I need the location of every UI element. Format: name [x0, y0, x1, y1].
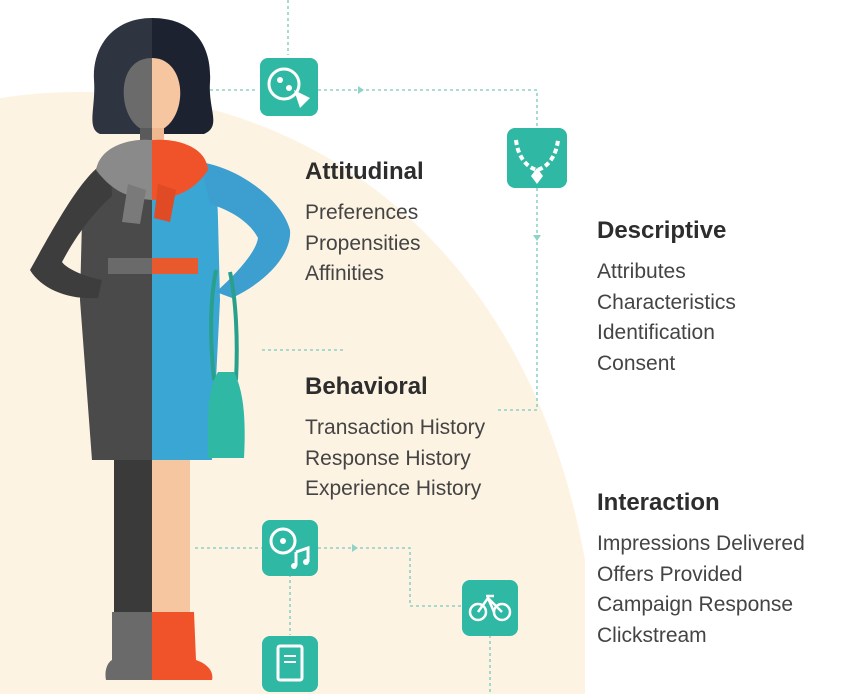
music-disc-icon: [262, 520, 318, 576]
arm-left: [30, 160, 112, 299]
attitudinal-group: Attitudinal Preferences Propensities Aff…: [305, 158, 424, 290]
face-right: [152, 58, 181, 132]
list-item: Consent: [597, 351, 676, 375]
list-item: Impressions Delivered: [597, 532, 805, 555]
list-item: Transaction History: [305, 416, 486, 439]
list-item: Preferences: [305, 201, 419, 224]
list-item: Affinities: [305, 262, 384, 285]
list-item: Response History: [305, 446, 471, 470]
list-item: Identification: [597, 321, 715, 344]
list-item: Characteristics: [597, 290, 736, 314]
descriptive-items: Attributes Characteristics Identificatio…: [597, 257, 736, 379]
book-icon: [262, 636, 318, 692]
list-item: Offers Provided: [597, 562, 743, 586]
boot-left: [105, 612, 152, 680]
face-left: [123, 58, 152, 132]
behavioral-items: Transaction History Response History Exp…: [305, 413, 485, 505]
attitudinal-title: Attitudinal: [305, 158, 424, 185]
bicycle-icon: [462, 580, 518, 636]
attitudinal-items: Preferences Propensities Affinities: [305, 198, 424, 290]
scarf-left: [96, 139, 152, 200]
interaction-items: Impressions Delivered Offers Provided Ca…: [597, 529, 805, 651]
list-item: Experience History: [305, 477, 482, 500]
behavioral-group: Behavioral Transaction History Response …: [305, 373, 485, 505]
connector-lines: [195, 0, 538, 694]
descriptive-group: Descriptive Attributes Characteristics I…: [597, 217, 736, 379]
list-item: Propensities: [305, 231, 421, 255]
interaction-title: Interaction: [597, 489, 720, 516]
list-item: Clickstream: [597, 623, 707, 647]
arm-right: [200, 162, 291, 298]
pizza-icon: [260, 58, 318, 116]
handbag-strap: [209, 269, 239, 381]
necklace-icon: [507, 128, 567, 188]
coat-left: [80, 148, 152, 460]
interaction-group: Interaction Impressions Delivered Offers…: [597, 489, 805, 651]
scarf-right: [152, 139, 208, 200]
list-item: Attributes: [597, 260, 686, 283]
list-item: Campaign Response: [597, 593, 794, 616]
descriptive-title: Descriptive: [597, 217, 727, 244]
customer-figure-illustration: [30, 18, 291, 680]
coat-right: [152, 148, 220, 460]
boot-right: [152, 612, 213, 680]
handbag: [207, 372, 245, 458]
behavioral-title: Behavioral: [305, 373, 428, 400]
